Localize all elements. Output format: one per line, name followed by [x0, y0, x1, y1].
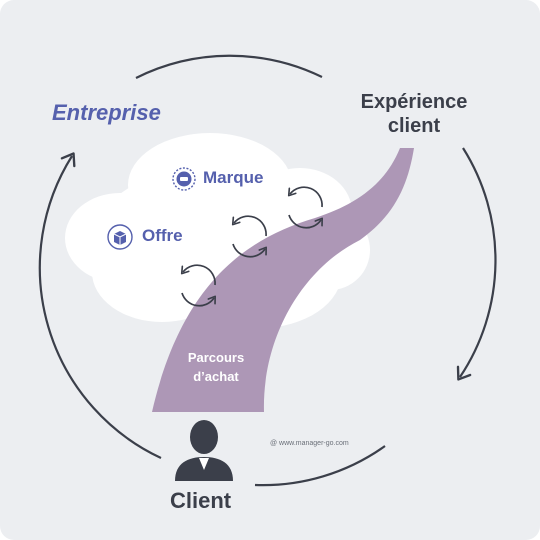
- experience-line-2: client: [387, 115, 441, 137]
- client-label: Client: [170, 488, 232, 513]
- cycle-arc-right: [456, 147, 497, 381]
- cycle-arc-bottom: [254, 445, 386, 487]
- box-icon: [107, 224, 133, 250]
- purchase-path: [152, 148, 414, 412]
- cycle-icon-1: [180, 264, 216, 307]
- cycle-icon-2: [231, 215, 267, 258]
- badge-icon: [172, 167, 196, 191]
- offre-label: Offre: [142, 226, 183, 245]
- person-icon: [175, 420, 233, 481]
- cycle-icon-3: [287, 186, 323, 229]
- entreprise-label: Entreprise: [52, 100, 161, 125]
- parcours-line-2: d’achat: [193, 369, 239, 384]
- experience-client-label: Expérience client: [334, 90, 494, 138]
- experience-line-1: Expérience: [360, 91, 468, 113]
- cycle-arc-left: [38, 152, 162, 459]
- parcours-achat-label: Parcours d’achat: [168, 348, 264, 386]
- parcours-line-1: Parcours: [187, 350, 245, 365]
- cycle-arc-top: [135, 54, 323, 79]
- marque-label: Marque: [203, 168, 264, 187]
- credit-text: @ www.manager-go.com: [270, 440, 349, 447]
